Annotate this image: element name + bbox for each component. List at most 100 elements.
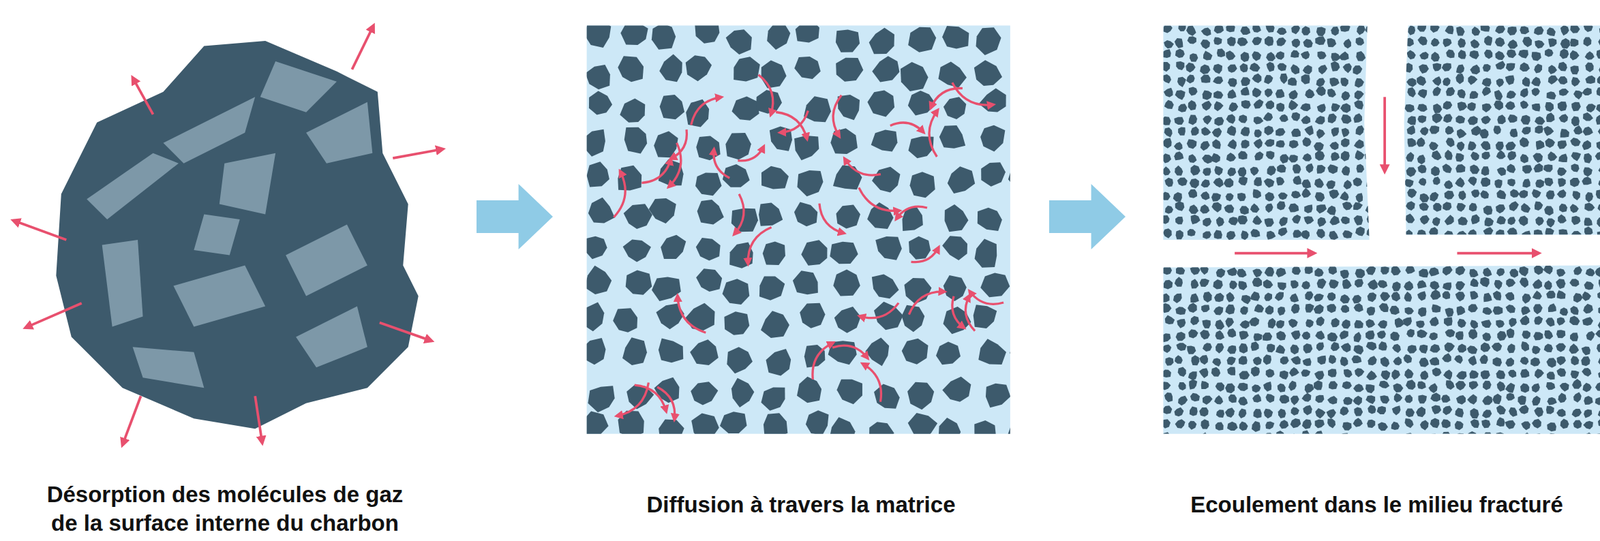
grain (1366, 265, 1377, 276)
grain (1455, 281, 1466, 292)
grain (1267, 165, 1277, 176)
grain (1211, 192, 1221, 202)
grain (1303, 343, 1313, 354)
grain (1315, 115, 1326, 125)
grain (1340, 269, 1350, 279)
grain (1406, 329, 1415, 338)
grain (1496, 149, 1506, 159)
grain (1457, 319, 1467, 329)
grain (1238, 176, 1248, 186)
grain (1570, 332, 1579, 342)
grain (1586, 103, 1596, 113)
grain (1187, 36, 1197, 44)
grain (1546, 190, 1556, 200)
grain (1568, 343, 1579, 354)
grain (1389, 306, 1400, 315)
grain (901, 305, 926, 332)
grain (1328, 231, 1339, 240)
diffusion-arrow (859, 303, 899, 319)
grain (1367, 279, 1378, 291)
grain (1202, 218, 1212, 228)
grain (1250, 341, 1260, 352)
grain (1556, 409, 1566, 418)
grain (1444, 149, 1453, 161)
grain (1441, 353, 1452, 362)
grain (1428, 227, 1438, 237)
grain (1559, 307, 1568, 316)
grain (1544, 242, 1554, 253)
grain (1329, 141, 1339, 150)
grain (760, 387, 785, 411)
grain (1570, 370, 1580, 380)
grain (1429, 357, 1440, 366)
grain (1275, 320, 1285, 329)
grain (1340, 294, 1351, 304)
grain (1456, 395, 1466, 405)
grain (1160, 303, 1172, 313)
grain (900, 62, 929, 92)
grain (1251, 73, 1262, 84)
grain (1407, 25, 1416, 36)
grain (1570, 23, 1580, 34)
grain (1430, 417, 1440, 429)
grain (1280, 154, 1290, 164)
grain (1467, 176, 1477, 187)
grain (1225, 23, 1235, 33)
grain (1432, 368, 1442, 377)
grain (1467, 141, 1476, 151)
grain (1253, 189, 1262, 200)
grain (1560, 38, 1571, 49)
grain (1314, 430, 1323, 442)
grain (1213, 90, 1224, 99)
diffusion-arrow (657, 387, 675, 420)
grain (1595, 239, 1600, 249)
grain (1215, 343, 1224, 354)
grain (1200, 191, 1210, 201)
grain (1290, 418, 1302, 429)
grain (1263, 409, 1273, 420)
grain (1262, 332, 1273, 341)
grain (1316, 77, 1326, 87)
grain (623, 203, 653, 230)
grain (1201, 319, 1211, 329)
grain (1430, 38, 1440, 47)
grain (1288, 89, 1298, 100)
grain (1560, 128, 1570, 138)
grain (1505, 420, 1516, 430)
grain (695, 172, 722, 196)
diffusion-arrow (969, 291, 1004, 305)
grain (1456, 64, 1465, 75)
diffusion-arrow (895, 206, 928, 219)
grain (1238, 150, 1247, 160)
grain (1199, 265, 1209, 275)
grain (1544, 343, 1553, 353)
grain (1507, 370, 1517, 379)
grain (1265, 421, 1275, 430)
grain (1163, 280, 1173, 290)
grain (1160, 240, 1171, 251)
grain (1518, 190, 1528, 199)
grain (1455, 381, 1466, 391)
grain (1327, 418, 1336, 429)
grain (1522, 178, 1530, 188)
grain (1326, 304, 1337, 313)
grain (1279, 370, 1289, 380)
grain (1531, 346, 1541, 355)
grain (1596, 217, 1600, 228)
grain (1369, 100, 1378, 110)
grain (1532, 279, 1543, 290)
grain (1367, 292, 1377, 303)
grain (1505, 141, 1516, 151)
grain (1407, 188, 1417, 199)
grain (1533, 229, 1543, 239)
grain (1559, 113, 1569, 123)
grain (1291, 190, 1302, 199)
grain (1366, 115, 1376, 125)
grain (617, 55, 644, 82)
grain (1417, 89, 1428, 99)
grain (796, 376, 822, 404)
grain (1365, 25, 1376, 35)
grain (1325, 180, 1335, 190)
grain (1484, 49, 1493, 60)
grain (1174, 165, 1183, 176)
